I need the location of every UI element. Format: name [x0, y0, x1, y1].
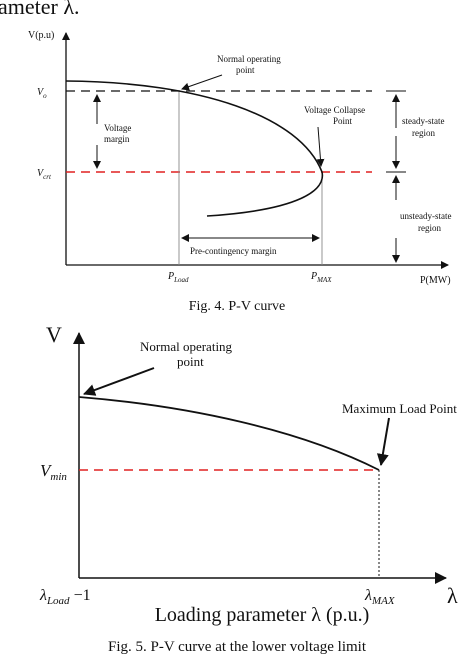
fig4-pmax-label: PMAX	[310, 271, 332, 284]
fig4-v0-label: Vo	[37, 87, 47, 100]
fig4-unsteady-line2: region	[418, 223, 441, 233]
fig4-collapse-line2: Point	[333, 116, 353, 126]
fig5-caption: Fig. 5. P-V curve at the lower voltage l…	[108, 639, 367, 655]
fig5-pv-diagram: V λ Vmin Normal operating point Maximum …	[39, 322, 458, 655]
fig4-y-axis-label: V(p.u)	[28, 30, 54, 41]
fig5-lambda-load-label: λLoad −1	[39, 587, 91, 607]
fig5-vmin-label: Vmin	[40, 461, 67, 483]
fig5-normal-point-arrow	[83, 367, 155, 396]
fig4-steady-line1: steady-state	[402, 116, 444, 126]
fig4-x-axis-label: P(MW)	[420, 275, 451, 286]
fig4-voltage-margin-line2: margin	[104, 134, 130, 144]
fig4-unsteady-line1: unsteady-state	[400, 211, 451, 221]
fig4-precontingency-label: Pre-contingency margin	[190, 246, 277, 256]
fig5-max-load-label: Maximum Load Point	[342, 401, 457, 416]
fig5-normal-point-line2: point	[177, 354, 204, 369]
fig5-max-load-arrow	[376, 417, 390, 466]
fig5-x-axis-label: λ	[447, 583, 458, 608]
fig4-collapse-line1: Voltage Collapse	[304, 105, 365, 115]
header-fragment: ameter λ.	[0, 0, 80, 19]
fig4-pv-diagram: V(p.u) P(MW) Vo Vcrt Normal operating po…	[28, 30, 451, 314]
fig4-collapse-arrow	[316, 126, 325, 167]
fig4-normal-point-line2: point	[236, 65, 255, 75]
fig4-caption: Fig. 4. P-V curve	[189, 299, 286, 314]
fig5-normal-point-line1: Normal operating	[140, 339, 233, 354]
fig4-pload-label: PLoad	[167, 271, 189, 284]
fig4-steady-line2: region	[412, 128, 435, 138]
fig4-normal-point-arrow	[181, 74, 223, 91]
fig5-lambda-max-label: λMAX	[364, 587, 396, 607]
fig4-vcrt-label: Vcrt	[37, 168, 52, 181]
fig4-normal-point-line1: Normal operating	[217, 54, 281, 64]
fig5-x-axis-title: Loading parameter λ (p.u.)	[155, 604, 370, 626]
fig4-pv-curve	[65, 80, 324, 217]
fig4-voltage-margin-line1: Voltage	[104, 123, 131, 133]
fig5-pv-curve	[78, 396, 380, 471]
fig5-y-axis-label: V	[46, 322, 62, 347]
